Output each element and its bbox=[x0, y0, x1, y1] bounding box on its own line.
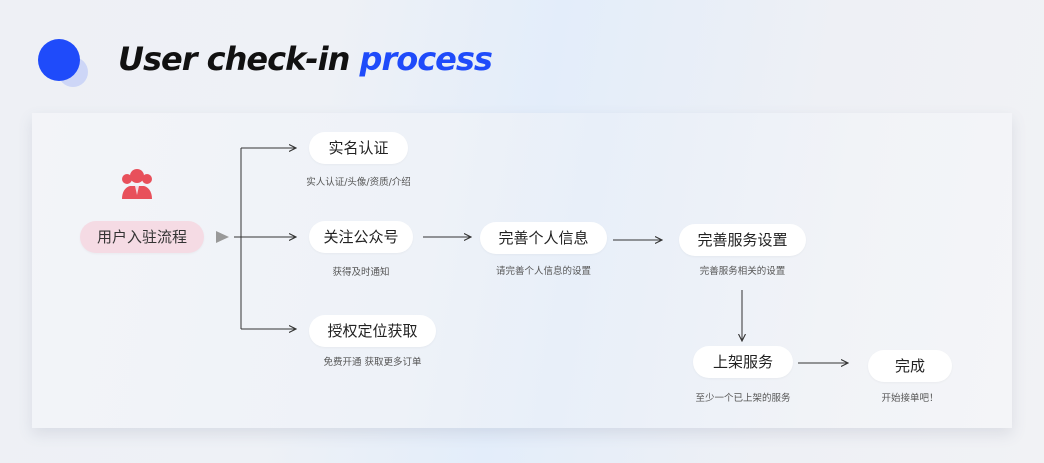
step-follow-desc: 获得及时通知 bbox=[332, 267, 390, 278]
user-group-icon bbox=[122, 169, 152, 199]
page-title: User check-in process bbox=[118, 40, 493, 78]
step-service: 完善服务设置 bbox=[679, 224, 806, 256]
step-profile-desc: 请完善个人信息的设置 bbox=[495, 266, 591, 277]
step-done-desc: 开始接单吧！ bbox=[881, 393, 939, 404]
step-follow: 关注公众号 bbox=[309, 221, 413, 253]
step-profile: 完善个人信息 bbox=[480, 222, 607, 254]
play-icon bbox=[216, 231, 229, 243]
step-location-desc: 免费开通 获取更多订单 bbox=[323, 357, 422, 368]
step-realname: 实名认证 bbox=[309, 132, 408, 164]
start-pill: 用户入驻流程 bbox=[80, 221, 204, 253]
title-accent: process bbox=[359, 40, 493, 78]
flow-panel bbox=[32, 113, 1012, 428]
decor-dot bbox=[38, 39, 80, 81]
step-done: 完成 bbox=[868, 350, 952, 382]
title-prefix: User check-in bbox=[118, 40, 360, 78]
step-service-desc: 完善服务相关的设置 bbox=[699, 266, 786, 277]
header: User check-in process bbox=[0, 0, 1044, 100]
step-realname-desc: 实人认证/头像/资质/介绍 bbox=[306, 177, 411, 188]
step-listing-desc: 至少一个已上架的服务 bbox=[695, 393, 791, 404]
step-location: 授权定位获取 bbox=[309, 315, 436, 347]
step-listing: 上架服务 bbox=[693, 346, 793, 378]
